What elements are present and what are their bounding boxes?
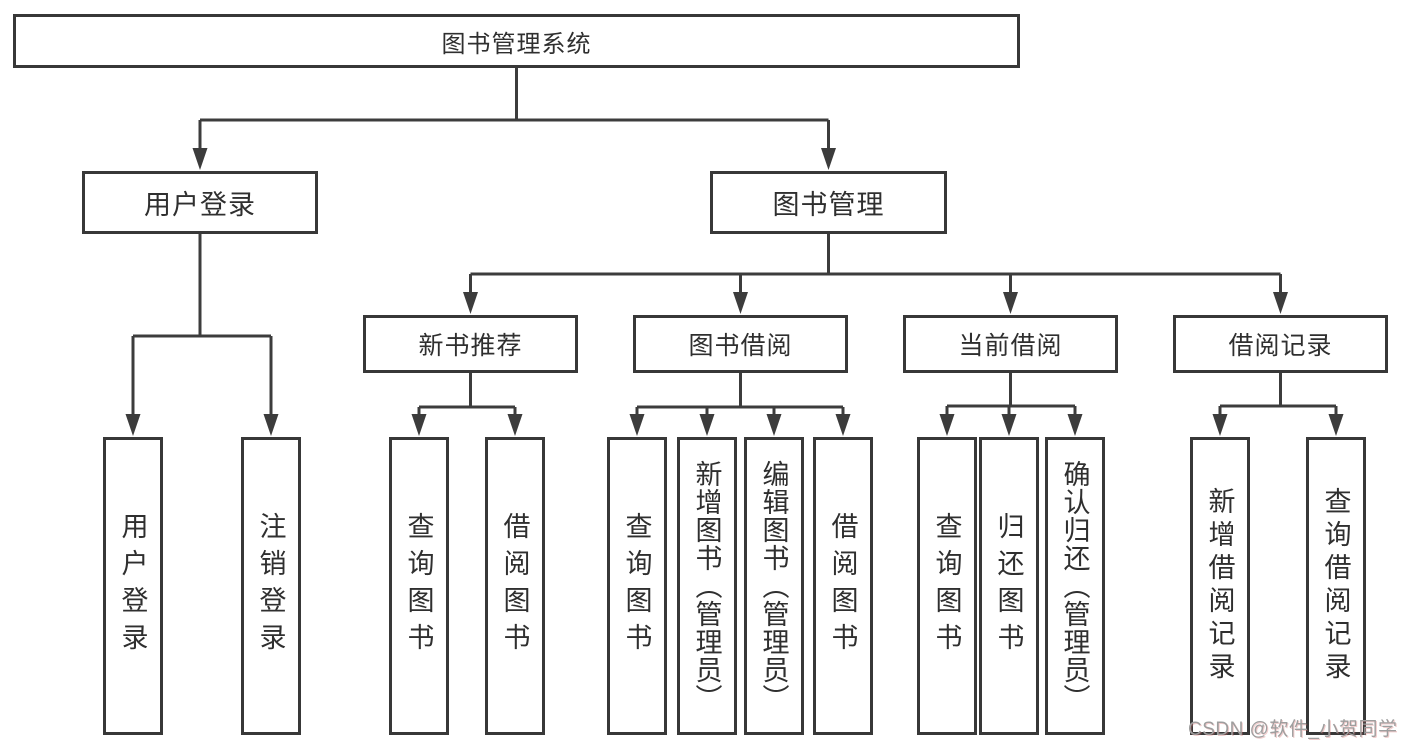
leaf-query-books-borrow: 查询图书 [607, 437, 667, 735]
connector-current-borrow-to-leaves [939, 373, 1083, 436]
node-borrowing-records: 借阅记录 [1173, 315, 1388, 373]
leaf-borrow-books-recommend: 借阅图书 [485, 437, 545, 735]
connector-book-mgmt-to-level3 [463, 234, 1288, 314]
node-new-book-recommend: 新书推荐 [363, 315, 578, 373]
node-current-borrowing: 当前借阅 [903, 315, 1118, 373]
leaf-logout: 注销登录 [241, 437, 301, 735]
node-book-management: 图书管理 [710, 171, 947, 234]
leaf-edit-books-admin: 编辑图书（管理员） [744, 437, 804, 735]
node-root-library-system: 图书管理系统 [13, 14, 1020, 68]
connector-user-login-to-leaves [125, 234, 279, 436]
leaf-query-books-current: 查询图书 [917, 437, 977, 735]
connector-book-borrow-to-leaves [629, 373, 851, 436]
leaf-user-login: 用户登录 [103, 437, 163, 735]
node-user-login: 用户登录 [82, 171, 318, 234]
connector-root-to-level2 [192, 68, 836, 170]
node-book-borrowing: 图书借阅 [633, 315, 848, 373]
leaf-add-borrow-record: 新增借阅记录 [1190, 437, 1250, 735]
leaf-query-borrow-record: 查询借阅记录 [1306, 437, 1366, 735]
leaf-return-books: 归还图书 [979, 437, 1039, 735]
leaf-query-books-recommend: 查询图书 [389, 437, 449, 735]
connector-borrow-records-to-leaves [1212, 373, 1344, 436]
leaf-add-books-admin: 新增图书（管理员） [677, 437, 737, 735]
csdn-watermark: CSDN @软件_小贺同学 [1188, 719, 1398, 740]
leaf-borrow-books: 借阅图书 [813, 437, 873, 735]
leaf-confirm-return-admin: 确认归还（管理员） [1045, 437, 1105, 735]
connector-new-book-to-leaves [411, 373, 523, 436]
